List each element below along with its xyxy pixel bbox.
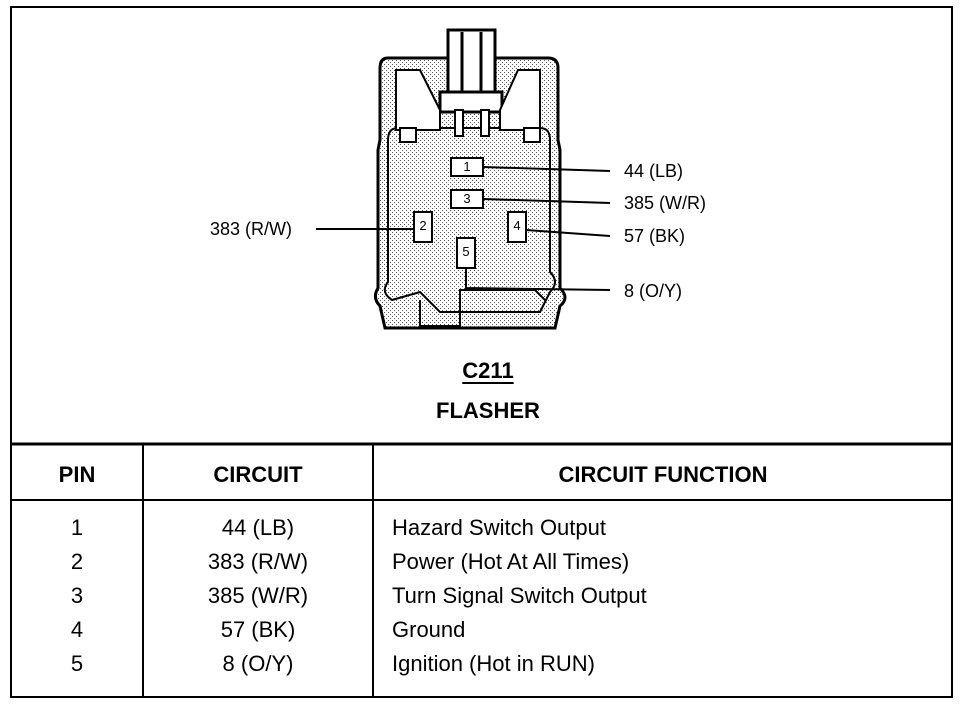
table-cell-circuit: 44 (LB) <box>221 515 295 540</box>
table-cell-circuit: 57 (BK) <box>220 617 296 642</box>
connector-name: FLASHER <box>436 398 540 423</box>
table-cell-pin: 5 <box>70 651 84 676</box>
table-header-pin: PIN <box>58 462 96 487</box>
wire-label-pin-2: 383 (R/W) <box>210 219 293 239</box>
pin-number-2: 2 <box>419 218 427 233</box>
pin-number-5: 5 <box>462 244 470 259</box>
table-cell-function: Power (Hot At All Times) <box>392 549 630 574</box>
table-cell-pin: 1 <box>70 515 84 540</box>
wire-label-pin-4: 57 (BK) <box>624 226 686 246</box>
table-header-function: CIRCUIT FUNCTION <box>558 462 768 487</box>
table-cell-function: Hazard Switch Output <box>392 515 606 540</box>
wire-label-pin-1: 44 (LB) <box>624 161 684 181</box>
table-cell-pin: 4 <box>70 617 84 642</box>
connector-drawing <box>373 28 567 330</box>
table-cell-circuit: 383 (R/W) <box>207 549 309 574</box>
table-cell-function: Ignition (Hot in RUN) <box>392 651 595 676</box>
wire-label-pin-3: 385 (W/R) <box>624 193 707 213</box>
connector-id-text: C211 <box>462 358 514 383</box>
pin-4-box <box>507 211 527 243</box>
pin-number-4: 4 <box>513 218 521 233</box>
connector-id: C211 <box>0 358 976 384</box>
pin-2-box <box>413 211 433 243</box>
pin-number-3: 3 <box>463 191 471 206</box>
table-cell-function: Ground <box>392 617 466 642</box>
table-cell-circuit: 8 (O/Y) <box>222 651 294 676</box>
table-cell-pin: 2 <box>70 549 84 574</box>
pin-number-1: 1 <box>463 159 471 174</box>
wire-label-pin-5: 8 (O/Y) <box>624 281 683 301</box>
table-cell-function: Turn Signal Switch Output <box>392 583 647 608</box>
table-cell-circuit: 385 (W/R) <box>207 583 309 608</box>
table-cell-pin: 3 <box>70 583 84 608</box>
table-header-circuit: CIRCUIT <box>213 462 303 487</box>
